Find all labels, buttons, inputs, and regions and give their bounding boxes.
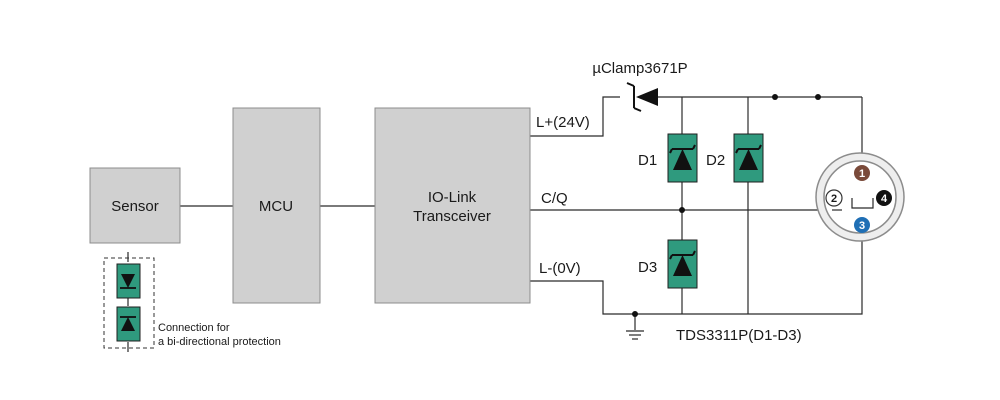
bidir-tvs-lower-icon — [116, 306, 141, 342]
mcu-block: MCU — [232, 107, 321, 304]
pin-2: 2 — [825, 189, 843, 207]
connector-icon: 1 2 4 3 — [815, 152, 905, 242]
d3-tvs-diode-icon — [667, 239, 698, 289]
d3-label: D3 — [638, 259, 657, 276]
l-minus-label: L-(0V) — [539, 260, 581, 277]
pin-4: 4 — [876, 190, 892, 206]
transceiver-label-line1: IO-Link — [428, 189, 477, 206]
svg-text:4: 4 — [881, 193, 888, 205]
svg-text:2: 2 — [831, 193, 837, 205]
d1-tvs-diode-icon — [667, 133, 698, 183]
note-line1: Connection for — [158, 322, 230, 334]
bidir-tvs-upper-icon — [116, 263, 141, 299]
junction-dot — [815, 94, 821, 100]
transceiver-block: IO-Link Transceiver — [374, 107, 531, 304]
junction-dot — [632, 311, 638, 317]
d2-label: D2 — [706, 152, 725, 169]
pin-1: 1 — [854, 165, 870, 181]
junction-dot — [679, 207, 685, 213]
uclamp-diode-icon — [626, 82, 658, 112]
ground-icon — [626, 330, 644, 340]
sensor-label: Sensor — [111, 198, 159, 215]
l-plus-label: L+(24V) — [536, 114, 590, 131]
bidirectional-inset: Connection for a bi-directional protecti… — [103, 252, 281, 352]
uclamp-label: µClamp3671P — [592, 60, 687, 77]
tds-label: TDS3311P(D1-D3) — [676, 327, 802, 344]
svg-text:3: 3 — [859, 220, 865, 232]
d2-tvs-diode-icon — [733, 133, 764, 183]
d1-label: D1 — [638, 152, 657, 169]
pin-3: 3 — [854, 217, 870, 233]
wire-l-plus — [530, 96, 620, 137]
svg-text:1: 1 — [859, 168, 865, 180]
note-line2: a bi-directional protection — [158, 336, 281, 348]
wire-l-minus — [530, 230, 863, 315]
junction-dots — [632, 94, 821, 317]
mcu-label: MCU — [259, 198, 293, 215]
transceiver-label-line2: Transceiver — [413, 208, 491, 225]
junction-dot — [772, 94, 778, 100]
sensor-block: Sensor — [89, 167, 181, 244]
cq-label: C/Q — [541, 190, 568, 207]
